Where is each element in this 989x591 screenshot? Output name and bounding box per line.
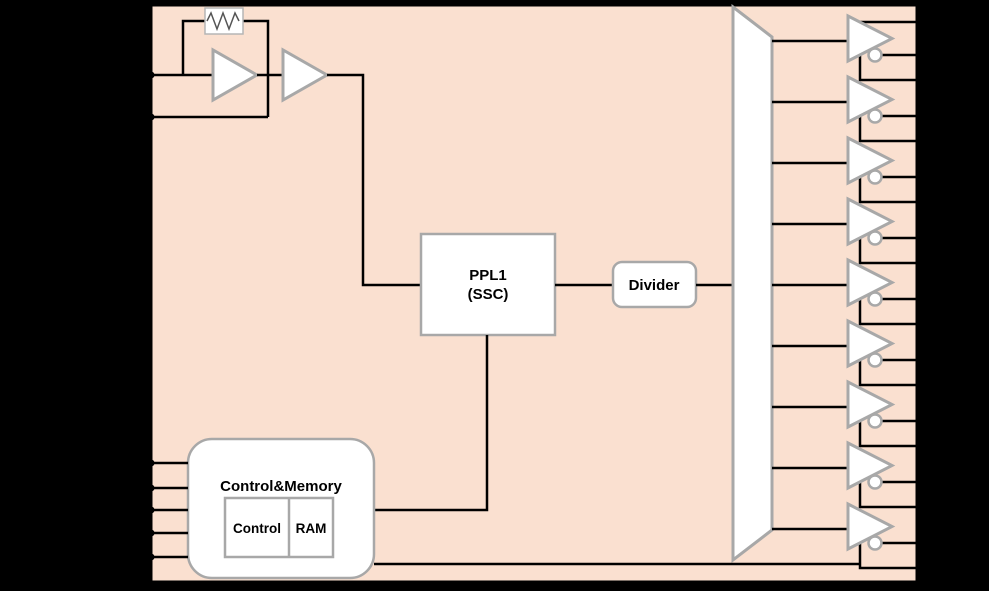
control-memory-block: Control&Memory Control RAM (147, 437, 860, 580)
osc-to-pll-wire (327, 73, 421, 287)
xtal-out-pin (147, 113, 155, 121)
pll-to-control-wire (374, 335, 489, 512)
xtal-in-pin (147, 71, 155, 79)
control-input-pins (147, 459, 188, 561)
output-buffer-bank (770, 14, 924, 570)
mux-trapezoid (731, 3, 774, 564)
pll-block: PPL1 (SSC) (374, 232, 613, 512)
crystal-oscillator (147, 7, 421, 287)
control-memory-title: Control&Memory (220, 478, 342, 495)
control-label: Control (233, 521, 281, 536)
divider-label: Divider (629, 277, 680, 294)
ram-label: RAM (296, 521, 327, 536)
feedback-resistor-icon (204, 7, 244, 35)
oscillator-amp-icon (211, 47, 261, 103)
divider-block: Divider (611, 260, 733, 309)
oscillator-buffer-icon (281, 47, 331, 103)
control-ram-box (223, 496, 335, 559)
feedback-wire-right (243, 19, 270, 117)
pll-label-line1: PPL1 (469, 267, 507, 284)
pll-box (419, 232, 557, 337)
feedback-wire-left (181, 19, 205, 75)
pll-label-line2: (SSC) (468, 286, 509, 303)
